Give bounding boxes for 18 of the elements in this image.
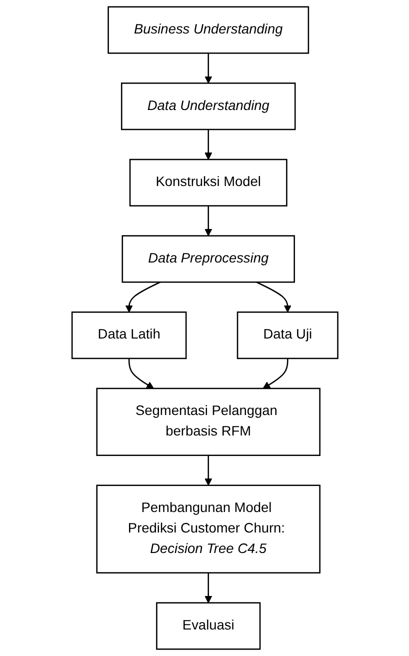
node-box: Evaluasi xyxy=(156,602,260,650)
arrow xyxy=(128,358,154,389)
node-box: Konstruksi Model xyxy=(128,158,287,206)
arrow xyxy=(262,358,288,389)
arrow xyxy=(124,282,160,312)
node-box: Data Preprocessing xyxy=(121,235,295,283)
arrow xyxy=(204,572,212,604)
node-box: Data Understanding xyxy=(120,82,296,130)
arrow xyxy=(204,455,212,486)
arrow xyxy=(256,282,291,312)
node-box: Segmentasi Pelanggan berbasis RFM xyxy=(96,388,320,456)
arrow xyxy=(204,206,212,236)
node-box: Business Understanding xyxy=(107,6,309,54)
node-box: Data Uji xyxy=(236,312,338,360)
arrow xyxy=(204,53,212,84)
node-box: Pembangunan Model Prediksi Customer Churn: Decision Tree C4.5 xyxy=(96,484,320,574)
node-box: Data Latih xyxy=(71,312,186,360)
arrow xyxy=(204,129,212,160)
